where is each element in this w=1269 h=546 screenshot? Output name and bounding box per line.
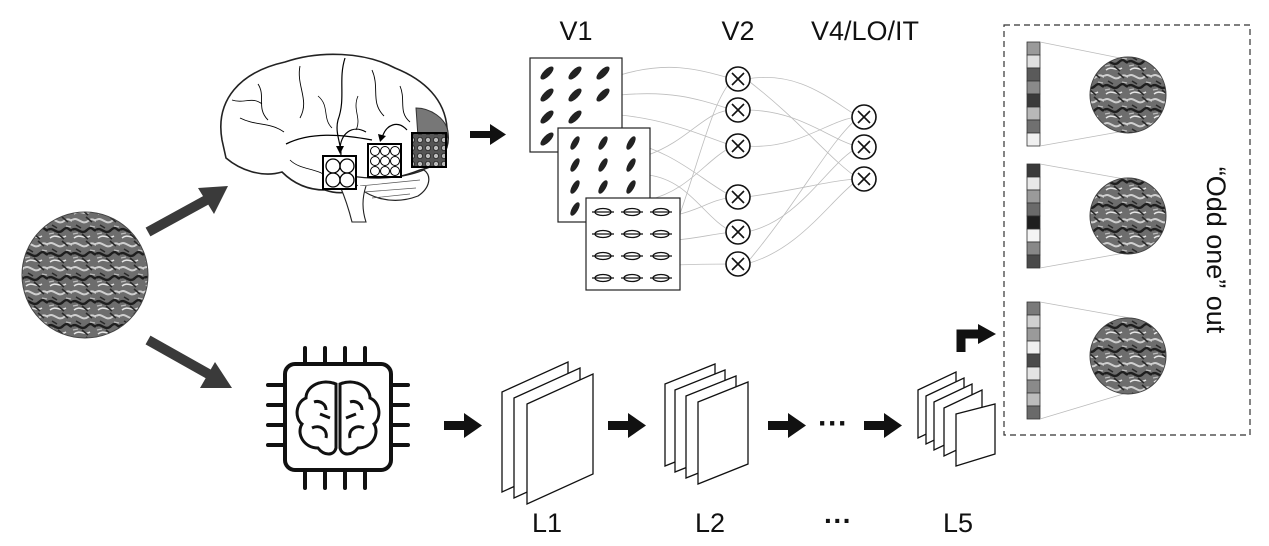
arrow-to-brain [145,186,228,237]
arrow-l1-to-l2 [608,413,646,438]
layer-dots: ··· [818,407,848,440]
arrow-to-chip [145,335,232,388]
odd-one-out-panel: “Odd one” out [1003,24,1251,436]
texture-sample-3 [1089,317,1167,395]
label-ellipsis: ··· [824,505,852,536]
feature-vector-1 [1026,41,1041,147]
v2-node [725,133,751,159]
v2-node [725,251,751,277]
feature-vector-2 [1026,163,1041,269]
label-v2: V2 [721,16,754,46]
v1-panel-3 [585,197,681,291]
v2-node [725,97,751,123]
input-texture-image [21,211,149,339]
layer-l5-stack [917,370,996,467]
feature-vector-3 [1026,301,1041,420]
label-odd-one-out: “Odd one” out [1201,167,1231,334]
v2-node [725,219,751,245]
label-l5: L5 [943,508,973,538]
v4-node [851,104,877,130]
brain-illustration [220,53,449,223]
label-v4-lo-it: V4/LO/IT [811,16,919,46]
label-l1: L1 [532,508,562,538]
texture-sample-2 [1089,177,1167,255]
arrow-brain-to-v1 [470,124,506,145]
layer-l2-stack [664,363,749,485]
v4-node [851,166,877,192]
v1-filter-panels [529,57,681,291]
arrow-l5-to-output [956,324,996,352]
layer-l1-stack [501,360,594,506]
ai-chip-brain-icon [266,346,410,490]
arrow-chip-to-l1 [444,413,482,438]
label-l2: L2 [695,508,725,538]
texture-sample-1 [1089,56,1167,134]
label-v1: V1 [559,16,592,46]
brain-icon [295,380,381,456]
arrow-dots-to-l5 [864,413,902,438]
v2-node [725,184,751,210]
arrow-l2-to-dots [768,413,806,438]
v2-nodes [725,66,751,277]
v4-nodes [851,104,877,192]
v2-node [725,66,751,92]
v4-node [851,134,877,160]
